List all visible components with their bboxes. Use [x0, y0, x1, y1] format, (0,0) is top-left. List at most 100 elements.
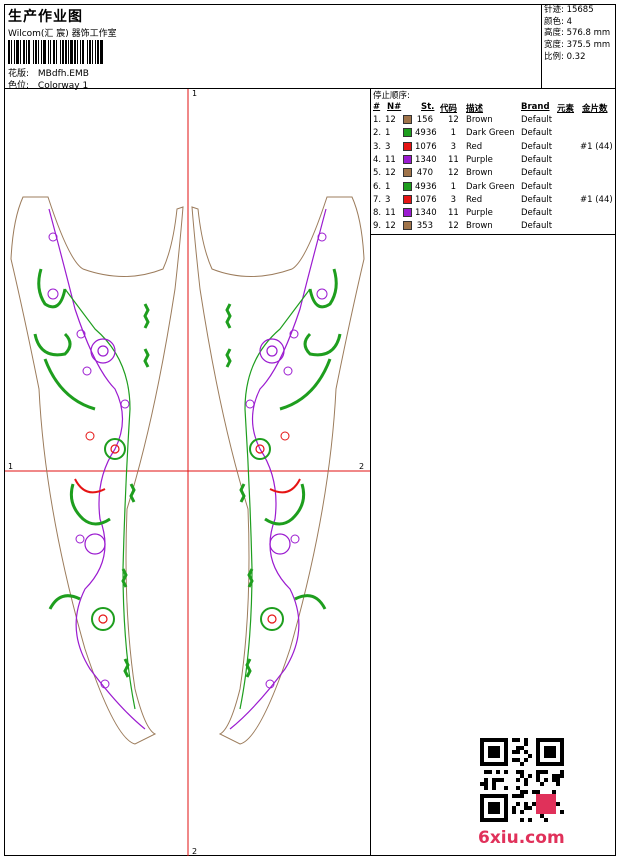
row-index: 7. — [373, 194, 382, 205]
axis-marker-top: 1 — [192, 89, 197, 98]
row-stitches: 1340 — [415, 208, 437, 219]
row-sequins: #1 (44) — [580, 194, 613, 205]
row-index: 9. — [373, 221, 382, 232]
color-swatch — [403, 221, 412, 231]
row-needle: 1 — [385, 128, 391, 139]
col-header-sequins: 金片数 — [582, 104, 608, 114]
row-needle: 1 — [385, 181, 391, 192]
left-panel-embroidery — [33, 208, 150, 730]
design-width: 宽度: 375.5 mm — [544, 40, 611, 51]
row-stitches: 1076 — [415, 141, 437, 152]
row-needle: 12 — [385, 221, 396, 232]
qr-code — [480, 738, 564, 822]
site-watermark-logo: 6xiu.com — [478, 828, 565, 848]
row-index: 3. — [373, 141, 382, 152]
col-header-needle: N# — [387, 102, 402, 112]
col-header-code: 代码 — [440, 104, 458, 114]
row-needle: 12 — [385, 115, 396, 125]
design-stats: 针迹: 15685 颜色: 4 高度: 576.8 mm 宽度: 375.5 m… — [541, 4, 616, 88]
row-stitches: 470 — [416, 168, 433, 179]
colorway-name: Colorway 1 — [37, 81, 89, 91]
row-index: 5. — [373, 168, 382, 179]
barcode — [8, 40, 140, 64]
col-header-stitches: St. — [421, 102, 435, 112]
row-stitches: 1076 — [415, 194, 437, 205]
row-stitches: 4936 — [415, 128, 437, 139]
row-needle: 12 — [385, 168, 396, 179]
page-title: 生产作业图 — [8, 9, 83, 25]
row-stitches: 4936 — [415, 181, 437, 192]
row-description: Brown — [466, 115, 493, 125]
panel-divider — [370, 88, 371, 856]
embroidery-design-canvas: 1 2 1 2 — [5, 89, 370, 856]
row-description: Dark Green — [466, 128, 515, 139]
sheet-frame — [4, 4, 616, 856]
row-code: 12 — [448, 168, 459, 179]
color-swatch — [403, 168, 412, 178]
row-code: 12 — [448, 115, 459, 125]
row-code: 3 — [450, 141, 456, 152]
row-brand: Default — [521, 128, 553, 139]
design-scale: 比例: 0.32 — [544, 51, 586, 62]
row-code: 1 — [450, 181, 456, 192]
row-description: Purple — [466, 154, 493, 165]
row-description: Red — [466, 141, 483, 152]
row-needle: 11 — [385, 154, 396, 165]
row-code: 11 — [448, 154, 459, 165]
row-brand: Default — [521, 141, 553, 152]
col-header-index: # — [373, 102, 381, 112]
design-height: 高度: 576.8 mm — [544, 28, 611, 39]
row-description: Brown — [466, 168, 493, 179]
header: 生产作业图 Wilcom(汇 宸) 器饰工作室 花版: MBdfh.EMB 色位… — [4, 4, 541, 91]
color-swatch — [403, 208, 412, 218]
header-divider — [4, 88, 616, 89]
col-header-description: 描述 — [466, 104, 484, 114]
color-swatch — [403, 115, 412, 124]
row-code: 11 — [448, 208, 459, 219]
design-file-row: 花版: MBdfh.EMB — [8, 66, 89, 79]
stop-sequence-title: 停止顺序: — [373, 91, 410, 101]
color-swatch — [403, 181, 412, 191]
stitch-count: 针迹: 15685 — [544, 5, 594, 15]
color-swatch — [403, 128, 412, 138]
row-index: 4. — [373, 154, 382, 165]
company-name: Wilcom(汇 宸) 器饰工作室 — [8, 29, 117, 39]
row-sequins: #1 (44) — [580, 141, 613, 152]
colorway-row: 色位: Colorway 1 — [8, 78, 88, 91]
row-index: 2. — [373, 128, 382, 139]
row-needle: 11 — [385, 208, 396, 219]
row-code: 1 — [450, 128, 456, 139]
row-brand: Default — [521, 194, 553, 205]
axis-marker-bottom: 2 — [192, 847, 197, 856]
row-stitches: 1340 — [415, 154, 437, 165]
col-header-brand: Brand — [521, 102, 550, 112]
row-brand: Default — [521, 208, 553, 219]
right-panel-outline — [191, 196, 365, 745]
colorway-label: 色位: — [8, 81, 30, 91]
row-description: Brown — [466, 221, 493, 232]
row-stitches: 156 — [416, 115, 433, 125]
color-swatch — [403, 194, 412, 204]
row-stitches: 353 — [416, 221, 433, 232]
row-needle: 3 — [385, 194, 391, 205]
row-description: Purple — [466, 208, 493, 219]
color-swatch — [403, 141, 412, 151]
row-code: 3 — [450, 194, 456, 205]
color-count: 颜色: 4 — [544, 16, 572, 27]
row-code: 12 — [448, 221, 459, 232]
row-brand: Default — [521, 168, 553, 179]
row-index: 8. — [373, 208, 382, 219]
row-brand: Default — [521, 181, 553, 192]
design-file-name: MBdfh.EMB — [37, 69, 89, 79]
design-label: 花版: — [8, 69, 30, 79]
color-swatch — [403, 154, 412, 164]
axis-marker-right: 2 — [359, 462, 364, 471]
left-panel-outline — [10, 196, 184, 745]
row-description: Red — [466, 194, 483, 205]
